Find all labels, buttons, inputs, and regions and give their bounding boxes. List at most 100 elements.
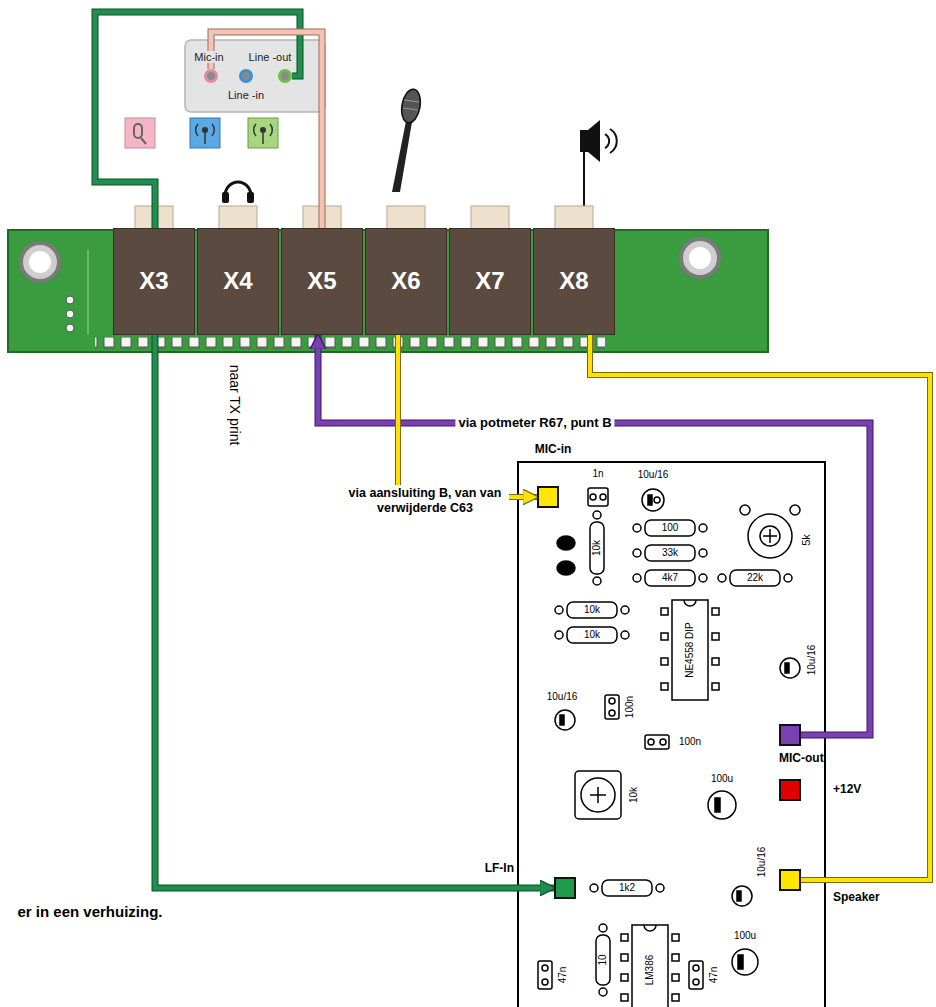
soundcard-panel [185,40,325,112]
connector-block: X7 [449,228,531,335]
wire [95,12,300,228]
board-components [672,600,708,700]
board-components [621,954,628,961]
board-components [780,658,800,678]
solder-pad: Speaker [779,869,801,891]
board-components [693,965,699,971]
connector-block: X5 [281,228,363,335]
board-components [609,710,615,716]
jack-icons [141,138,146,144]
component-value: 33k [662,548,678,558]
microphone-icon [403,108,418,110]
board-components [633,549,641,557]
board-components [590,494,596,500]
wire-casing [590,335,930,880]
board-components [645,520,695,536]
connector-name: X6 [391,268,420,294]
microphone-icon [399,88,423,125]
component-value: 10u/16 [807,645,817,676]
board-components [712,658,719,665]
board-components [693,979,699,985]
pad-label: MIC-out [779,752,824,765]
component-value: 10u/16 [638,470,669,480]
board-components [672,954,679,961]
board-components [732,949,758,975]
wire-group [590,335,930,880]
board-components [596,935,610,985]
headphone-icon [222,192,229,203]
connector-name: X4 [223,268,252,294]
connector-block: X4 [197,228,279,335]
jack-label: Line -in [226,89,266,101]
board-components [575,771,621,819]
cable-note: naar TX print [228,365,242,446]
board-components [621,974,628,981]
board-components [555,710,575,730]
board-components [555,631,563,639]
board-components [672,974,679,981]
board-components [740,505,750,515]
wire-group [95,12,300,228]
audio-jack: Line -in [239,69,253,83]
component-value: NE4558 DIP [685,622,695,678]
jack-icons [202,127,208,133]
component-value: 10u/16 [757,847,767,878]
board-components [648,739,654,745]
board-components [737,891,741,901]
board-components [738,955,743,969]
headphone-icon [222,182,254,203]
board-components [538,961,552,989]
board-components [593,577,601,585]
component-value: 10u/16 [547,692,578,702]
connector-block: X3 [113,228,195,335]
component-value: 1k2 [619,883,635,893]
component-value: 4k7 [662,573,678,583]
component-value: 47n [558,967,568,984]
board-components [560,715,564,725]
component-value: 5k [801,534,812,546]
wire-group [211,32,322,228]
board-components [581,778,615,812]
jack-icons [190,118,220,148]
board-components [600,494,606,500]
board-components [672,994,679,1001]
component-value: 100 [662,523,679,533]
board-components [684,600,696,606]
component-value: 22k [747,573,763,583]
board-components [699,549,707,557]
pad-label: +12V [833,783,861,796]
microphone-icon [392,88,423,192]
board-components [597,787,599,803]
wire [590,335,930,880]
board-components [661,608,668,615]
wire-group [318,335,870,735]
component-value: 10k [584,605,600,615]
board-components [644,925,656,931]
connector-plugs [387,206,425,229]
board-components [621,631,629,639]
component-value: 100u [711,774,733,784]
audio-jack: Mic-in [204,69,218,83]
board-components [660,739,666,745]
component-value: 100n [625,696,635,718]
pad-label: LF-In [485,862,514,875]
board-components [790,505,800,515]
jack-icons [204,133,206,144]
board-components [784,574,792,582]
jack-icons [248,118,278,148]
component-value: 10k [592,540,602,556]
amplifier-board [518,462,825,1007]
speaker-icon [588,120,600,162]
amplifier-board [518,462,825,1007]
board-components [642,489,664,511]
connector-plugs [555,206,593,229]
board-components [645,735,669,749]
board-components [542,979,548,985]
board-components [699,574,707,582]
speaker-icon [583,152,585,206]
board-components [654,497,660,503]
board-components [699,524,707,532]
board-components [621,994,628,1001]
board-components [732,886,752,906]
component-value: 1n [592,469,603,479]
